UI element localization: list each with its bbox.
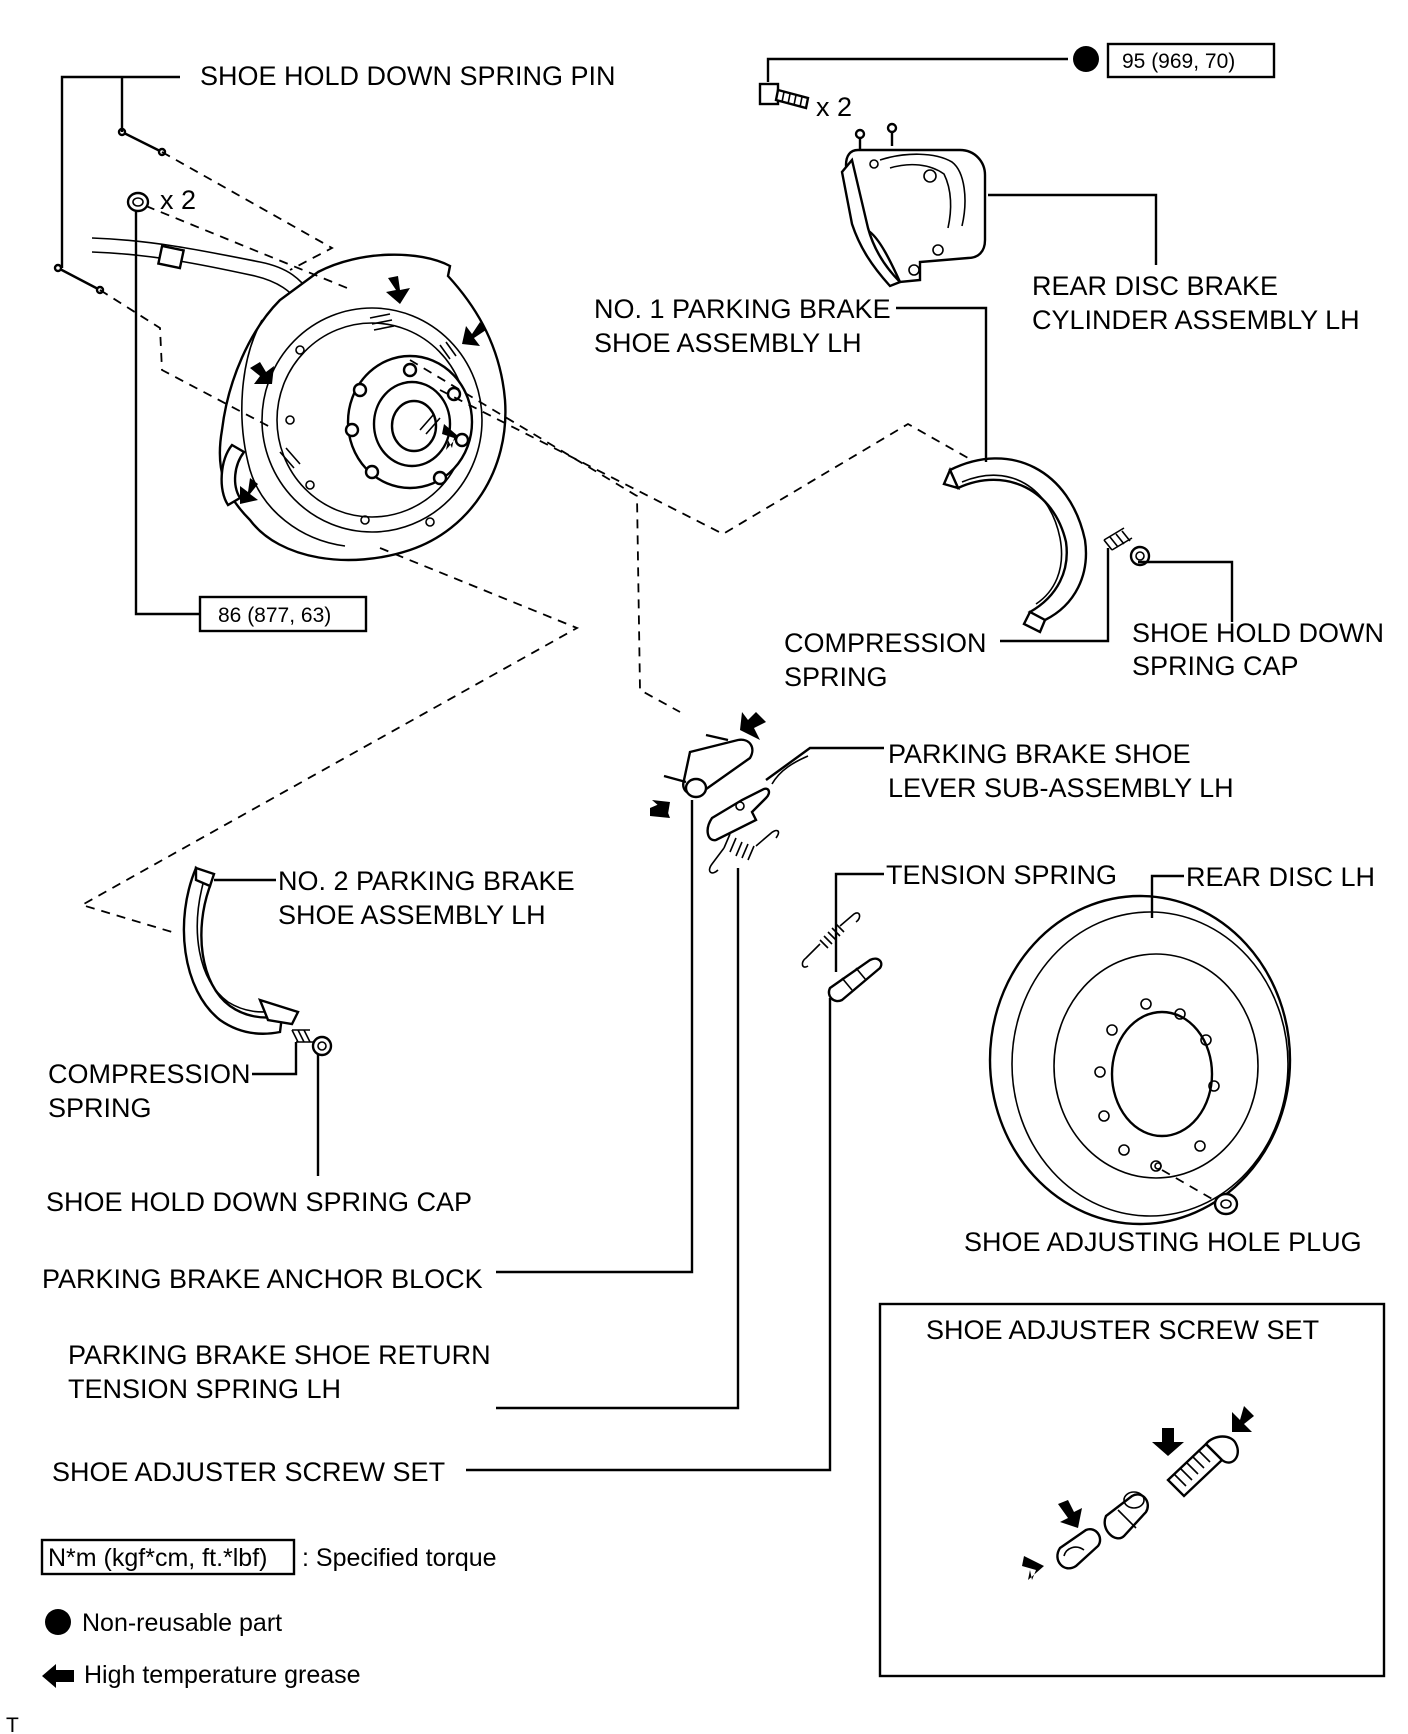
tension-spring-illustration	[801, 912, 861, 968]
compression-spring-right-illustration	[1103, 527, 1133, 551]
label-hole-plug: SHOE ADJUSTING HOLE PLUG	[964, 1227, 1362, 1257]
label-comp-spring-right-1: COMPRESSION	[784, 628, 987, 658]
label-anchor-block: PARKING BRAKE ANCHOR BLOCK	[42, 1264, 483, 1294]
label-adjuster-box-title: SHOE ADJUSTER SCREW SET	[926, 1315, 1319, 1345]
label-spring-pin: SHOE HOLD DOWN SPRING PIN	[200, 61, 616, 91]
label-torque-backing: 86 (877, 63)	[218, 604, 331, 627]
label-comp-spring-left-2: SPRING	[48, 1093, 152, 1123]
label-caliper-1: REAR DISC BRAKE	[1032, 271, 1278, 301]
no1-shoe-illustration	[942, 457, 1088, 634]
label-bolt-qty: x 2	[816, 92, 852, 122]
label-tension-spring: TENSION SPRING	[886, 860, 1117, 890]
label-comp-spring-left-1: COMPRESSION	[48, 1059, 251, 1089]
label-no1-shoe-1: NO. 1 PARKING BRAKE	[594, 294, 891, 324]
label-cap-left: SHOE HOLD DOWN SPRING CAP	[46, 1187, 472, 1217]
return-spring-illustration	[708, 829, 780, 874]
grease-arrow-icon	[42, 1664, 74, 1688]
label-adjuster-screw-set: SHOE ADJUSTER SCREW SET	[52, 1457, 445, 1487]
torque-box-backing	[198, 595, 368, 633]
spring-pin-illustration	[53, 127, 167, 295]
label-cap-right-1: SHOE HOLD DOWN	[1132, 618, 1384, 648]
caliper-bolt-illustration	[758, 82, 810, 110]
no2-shoe-illustration	[182, 865, 300, 1035]
label-cap-right-2: SPRING CAP	[1132, 651, 1299, 681]
label-torque-caliper: 95 (969, 70)	[1122, 50, 1235, 73]
torque-box-caliper	[1106, 42, 1276, 79]
label-caliper-2: CYLINDER ASSEMBLY LH	[1032, 305, 1360, 335]
label-comp-spring-right-2: SPRING	[784, 662, 888, 692]
nut-illustration	[126, 191, 150, 213]
adjuster-screw-mid-illustration	[827, 957, 883, 1003]
label-return-spring-2: TENSION SPRING LH	[68, 1374, 341, 1404]
filled-circle-icon	[45, 1609, 71, 1635]
anchor-block-illustration	[650, 712, 766, 818]
adjuster-screw-set-exploded-illustration	[1022, 1406, 1254, 1580]
label-nut-qty: x 2	[160, 185, 196, 215]
label-return-spring-1: PARKING BRAKE SHOE RETURN	[68, 1340, 491, 1370]
caliper-illustration	[840, 122, 987, 288]
legend-grease: High temperature grease	[84, 1661, 361, 1689]
corner-mark: T	[6, 1714, 19, 1734]
label-lever-2: LEVER SUB-ASSEMBLY LH	[888, 773, 1234, 803]
legend-torque-box	[40, 1538, 296, 1576]
rear-disc-illustration	[988, 894, 1292, 1226]
hole-plug-illustration	[1213, 1192, 1239, 1216]
legend-torque-unit: N*m (kgf*cm, ft.*lbf)	[48, 1544, 267, 1572]
spring-cap-right-illustration	[1129, 545, 1151, 567]
label-rear-disc: REAR DISC LH	[1186, 862, 1375, 892]
label-no1-shoe-2: SHOE ASSEMBLY LH	[594, 328, 862, 358]
spring-cap-left-illustration	[311, 1035, 333, 1057]
non-reusable-icon	[1073, 46, 1099, 72]
legend-torque-desc: : Specified torque	[302, 1544, 497, 1572]
label-lever-1: PARKING BRAKE SHOE	[888, 739, 1191, 769]
label-no2-shoe-2: SHOE ASSEMBLY LH	[278, 900, 546, 930]
adjuster-screw-set-box	[878, 1302, 1386, 1678]
label-no2-shoe-1: NO. 2 PARKING BRAKE	[278, 866, 575, 896]
backing-plate-illustration	[91, 237, 507, 562]
legend-non-reusable: Non-reusable part	[82, 1609, 282, 1637]
lever-illustration	[706, 755, 809, 842]
compression-spring-left-illustration	[291, 1029, 314, 1043]
